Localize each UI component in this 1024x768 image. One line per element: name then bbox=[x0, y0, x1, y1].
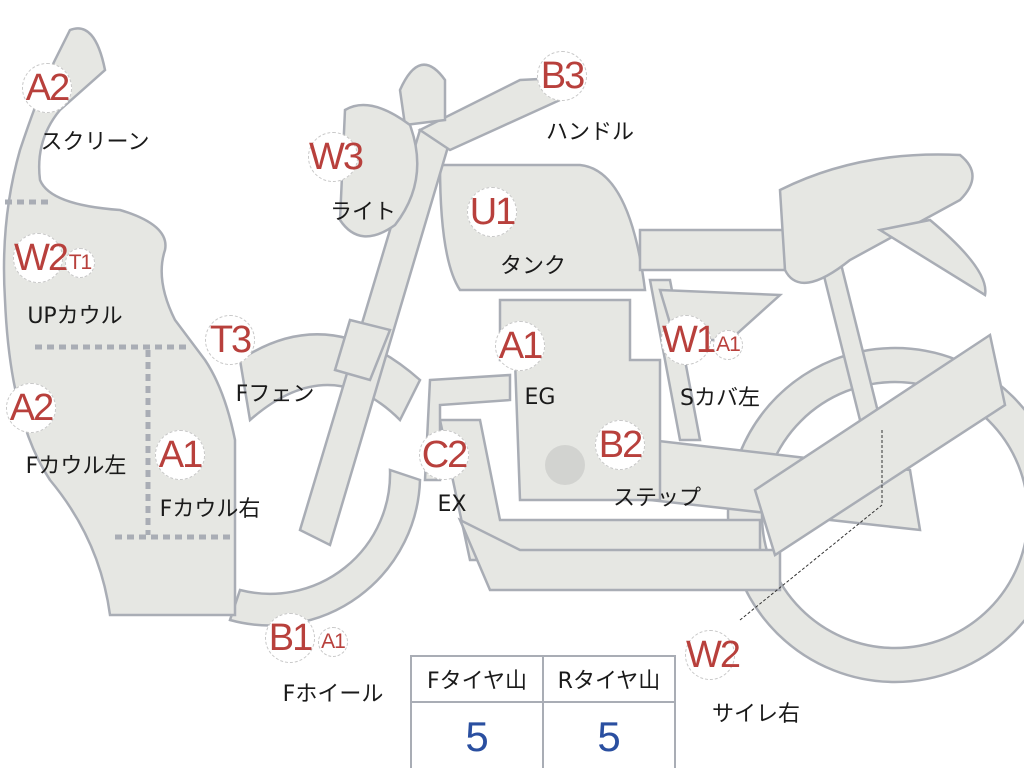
tail bbox=[876, 218, 987, 298]
front-wheel bbox=[228, 468, 422, 627]
engine-cover bbox=[545, 445, 585, 485]
damage-code-marker: C2 bbox=[419, 430, 469, 480]
damage-code-marker: W1 bbox=[661, 315, 717, 365]
part-label-screen: スクリーン bbox=[40, 130, 150, 155]
damage-code-marker: A1 bbox=[495, 321, 545, 371]
part-label-handle: ハンドル bbox=[545, 120, 635, 145]
part-label-engine: EG bbox=[524, 385, 556, 410]
part-label-tank: タンク bbox=[499, 254, 567, 279]
mirror bbox=[398, 63, 447, 127]
front-tire-header: Fタイヤ山 bbox=[410, 655, 544, 703]
seat-front bbox=[638, 228, 787, 272]
part-label-silencer-right: サイレ右 bbox=[711, 702, 801, 727]
frame-lower bbox=[438, 418, 762, 562]
damage-code-marker: W2 bbox=[13, 233, 69, 283]
damage-code-marker: B2 bbox=[595, 420, 645, 470]
damage-code-marker-small: T1 bbox=[65, 248, 95, 278]
damage-code-marker: A2 bbox=[6, 383, 56, 433]
rear-tire-header: Rタイヤ山 bbox=[542, 655, 676, 703]
front-tire-value: 5 bbox=[410, 701, 544, 768]
damage-code-marker: B1 bbox=[265, 613, 315, 663]
damage-code-marker: T3 bbox=[205, 315, 255, 365]
damage-code-marker: U1 bbox=[467, 187, 517, 237]
seat-rear bbox=[778, 153, 974, 285]
damage-code-marker: W3 bbox=[308, 132, 364, 182]
damage-code-marker: W2 bbox=[685, 630, 741, 680]
silencer-leader-line bbox=[739, 504, 883, 621]
part-label-f-wheel: Fホイール bbox=[282, 682, 384, 707]
damage-code-marker: A2 bbox=[22, 63, 72, 113]
part-label-light: ライト bbox=[329, 200, 397, 225]
damage-code-marker: B3 bbox=[537, 51, 587, 101]
rear-wheel-outer bbox=[726, 346, 1024, 684]
part-label-side-cover-left: Sカバ左 bbox=[680, 386, 760, 411]
damage-code-marker-small: A1 bbox=[318, 627, 348, 657]
part-label-f-fender: Fフェン bbox=[235, 382, 315, 407]
damage-code-marker: A1 bbox=[155, 430, 205, 480]
exhaust-pipe bbox=[457, 517, 782, 592]
part-label-exhaust: EX bbox=[437, 492, 467, 517]
part-label-up-cowl: UPカウル bbox=[27, 304, 123, 329]
silencer bbox=[753, 332, 1007, 557]
part-label-f-cowl-right: Fカウル右 bbox=[159, 497, 261, 522]
rear-tire-value: 5 bbox=[542, 701, 676, 768]
headlight bbox=[338, 103, 419, 238]
tire-tread-table: Fタイヤ山 Rタイヤ山 5 5 bbox=[410, 655, 676, 768]
exhaust-header bbox=[423, 373, 512, 482]
part-label-f-cowl-left: Fカウル左 bbox=[25, 454, 127, 479]
rear-wheel bbox=[728, 348, 1024, 682]
damage-code-marker-small: A1 bbox=[713, 330, 743, 360]
part-label-step: ステップ bbox=[612, 486, 702, 511]
fork-slider bbox=[333, 318, 392, 382]
